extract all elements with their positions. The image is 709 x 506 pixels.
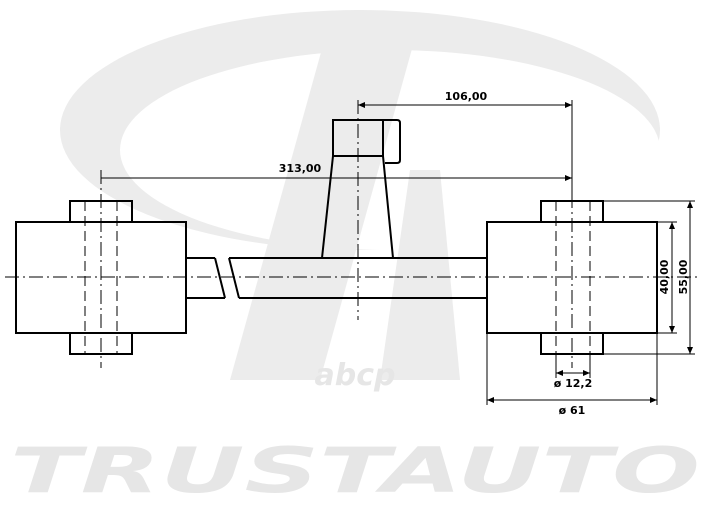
watermark-brand: TRUSTAUTO: [10, 434, 700, 506]
post-tab: [383, 119, 401, 164]
vertical-centerlines: [100, 100, 573, 368]
watermark-logo: аbср TRUSTAUTO: [10, 10, 700, 506]
dim-overall-width: 55,00: [677, 259, 690, 294]
dim-length: 313,00: [279, 162, 322, 175]
part-outline: [5, 100, 700, 368]
watermark-stroke: [230, 20, 420, 380]
watermark-stroke-2: [380, 170, 460, 380]
dim-offset: 106,00: [445, 90, 488, 103]
dim-bore-diameter: ø 12,2: [554, 377, 593, 390]
dimension-lines: 106,00 313,00 40,00 55,00 ø 12,2 ø 61: [101, 90, 695, 417]
watermark-sub: аbср: [315, 358, 396, 393]
dim-bushing-width: 40,00: [658, 259, 671, 294]
dim-outer-diameter: ø 61: [559, 404, 586, 417]
